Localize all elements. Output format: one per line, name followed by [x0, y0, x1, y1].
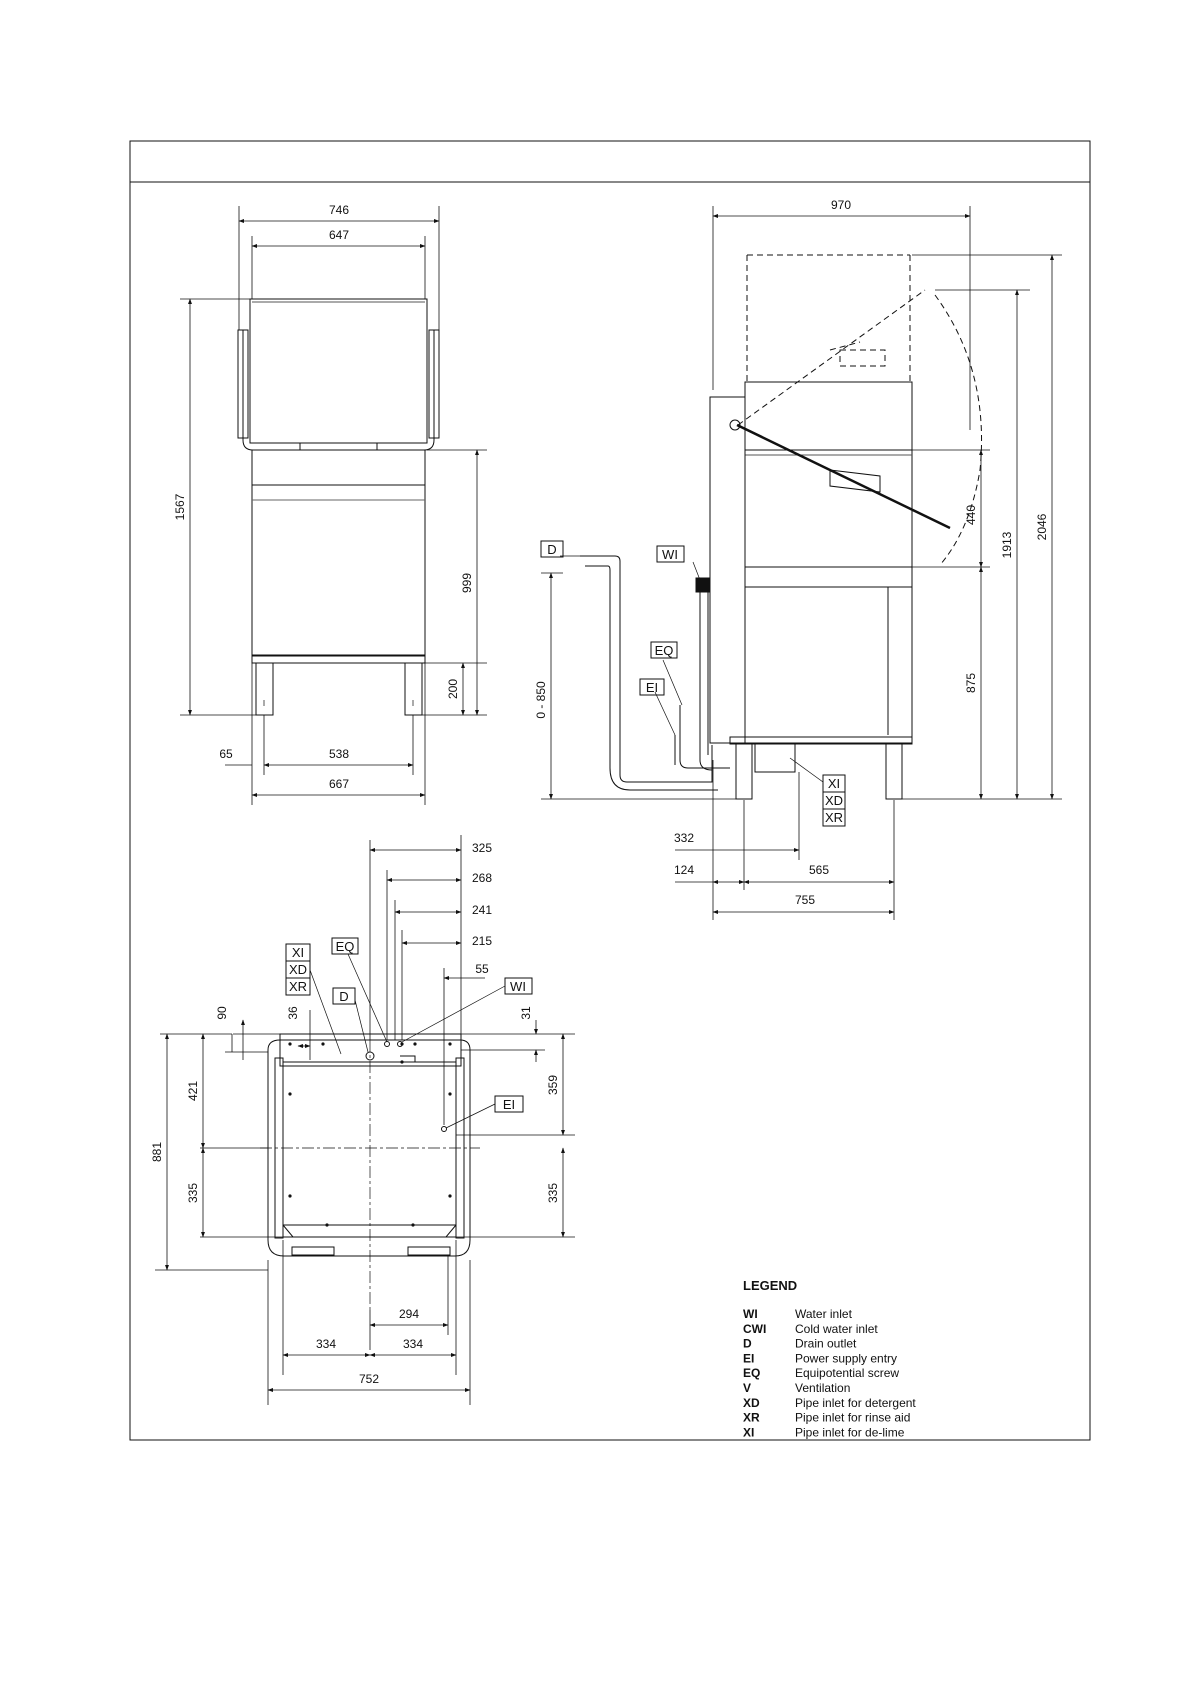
legend-code: V — [743, 1381, 751, 1395]
dim-plan-90: 90 — [215, 1006, 229, 1020]
side-tag-equipotential-box — [650, 641, 678, 659]
dim-front-leg-span: 538 — [329, 747, 349, 761]
dim-front-height-total: 1567 — [173, 493, 187, 520]
dim-plan-241: 241 — [472, 903, 492, 917]
side-tag-xr-box — [822, 808, 846, 827]
dim-side-drain-height: 0 - 850 — [534, 681, 548, 719]
side-tag-equipotential: EQ — [655, 643, 674, 658]
dim-plan-36: 36 — [286, 1006, 300, 1020]
plan-tag-equipotential: EQ — [336, 939, 355, 954]
dim-plan-31: 31 — [519, 1006, 533, 1020]
dim-front-base-width: 667 — [329, 777, 349, 791]
dim-plan-width-total: 752 — [359, 1372, 379, 1386]
legend-description: Equipotential screw — [795, 1366, 899, 1380]
dim-plan-half-left: 334 — [316, 1337, 336, 1351]
plan-tag-drain: D — [339, 989, 348, 1004]
legend-code: CWI — [743, 1322, 766, 1336]
plan-tag-power: EI — [503, 1097, 515, 1112]
drawing-frame — [129, 140, 1091, 1441]
dim-side-work-height: 875 — [964, 673, 978, 693]
dim-front-height-body: 999 — [460, 573, 474, 593]
side-tag-power-box — [639, 678, 665, 696]
legend-description: Power supply entry — [795, 1351, 897, 1365]
front-view: 746 647 1567 999 200 65 538 667 — [173, 203, 487, 805]
dim-side-depth: 755 — [795, 893, 815, 907]
dim-side-height-closed: 1913 — [1000, 531, 1014, 558]
dim-plan-depth-upper: 421 — [186, 1081, 200, 1101]
dim-plan-half-right: 334 — [403, 1337, 423, 1351]
dim-plan-depth-total: 881 — [150, 1142, 164, 1162]
side-tag-xr: XR — [825, 810, 843, 825]
dim-side-height-open: 2046 — [1035, 513, 1049, 540]
plan-tag-xd: XD — [289, 962, 307, 977]
legend-description: Cold water inlet — [795, 1322, 878, 1336]
dim-plan-294: 294 — [399, 1307, 419, 1321]
side-tag-drain-box — [540, 540, 564, 558]
legend-code: XR — [743, 1411, 760, 1425]
legend-code: XD — [743, 1396, 760, 1410]
side-tag-xd: XD — [825, 793, 843, 808]
legend-code: D — [743, 1337, 752, 1351]
side-tag-water: WI — [662, 547, 678, 562]
dim-plan-55: 55 — [475, 962, 489, 976]
dim-plan-right-upper: 359 — [546, 1075, 560, 1095]
side-view: D WI EQ EI XI XD XR — [534, 198, 1062, 920]
side-tag-water-box — [656, 545, 685, 563]
legend-description: Pipe inlet for de-lime — [795, 1425, 905, 1439]
legend-description: Drain outlet — [795, 1337, 857, 1351]
dim-plan-215: 215 — [472, 934, 492, 948]
dim-side-width-open: 970 — [831, 198, 851, 212]
dim-plan-268: 268 — [472, 871, 492, 885]
dim-front-leg-offset: 65 — [219, 747, 233, 761]
dim-side-drain-offset: 332 — [674, 831, 694, 845]
legend-code: EI — [743, 1351, 754, 1365]
dim-front-leg-height: 200 — [446, 679, 460, 699]
legend-code: WI — [743, 1307, 758, 1321]
plan-tag-xr: XR — [289, 979, 307, 994]
dim-front-width-inner: 647 — [329, 228, 349, 242]
plan-tag-water: WI — [510, 979, 526, 994]
side-tag-drain: D — [547, 542, 556, 557]
legend-description: Pipe inlet for rinse aid — [795, 1411, 910, 1425]
legend-title: LEGEND — [743, 1278, 797, 1293]
side-tag-power: EI — [646, 680, 658, 695]
dim-side-leg-span: 565 — [809, 863, 829, 877]
dim-plan-depth-lower: 335 — [186, 1183, 200, 1203]
dim-plan-right-lower: 335 — [546, 1183, 560, 1203]
dim-side-door-travel: 440 — [964, 505, 978, 525]
legend-description: Water inlet — [795, 1307, 853, 1321]
dim-front-width-top: 746 — [329, 203, 349, 217]
dim-plan-325: 325 — [472, 841, 492, 855]
legend-code: EQ — [743, 1366, 760, 1380]
legend-code: XI — [743, 1425, 754, 1439]
plan-tag-xi: XI — [292, 945, 304, 960]
legend-description: Ventilation — [795, 1381, 850, 1395]
plan-view: XI XD XR EQ D WI EI — [150, 835, 575, 1405]
legend-description: Pipe inlet for detergent — [795, 1396, 916, 1410]
side-tag-xi: XI — [828, 776, 840, 791]
dim-side-rear-offset: 124 — [674, 863, 694, 877]
